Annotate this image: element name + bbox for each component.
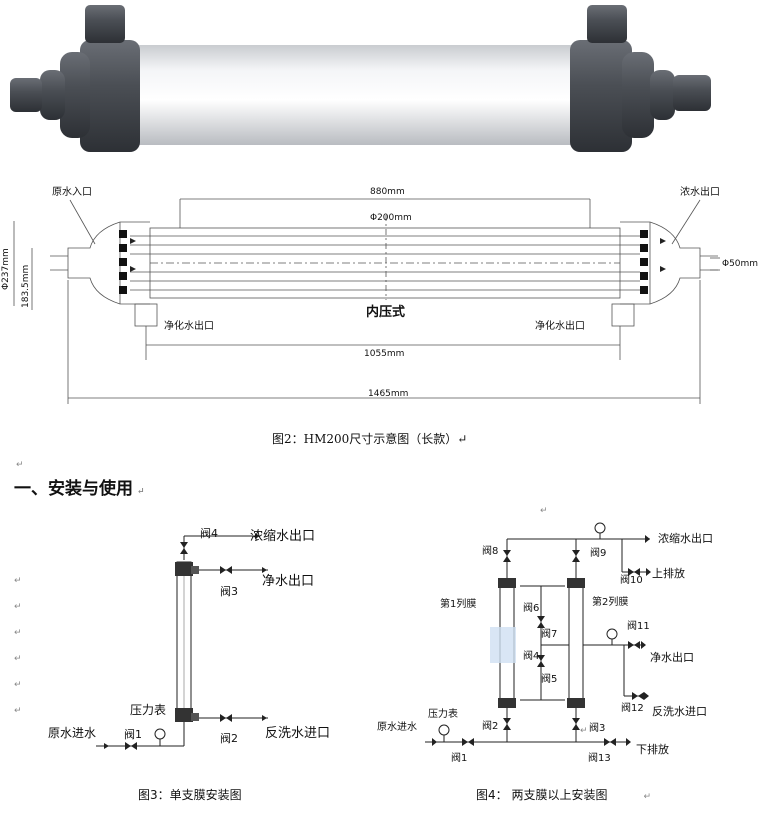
clean-water-outlet-left-label: 净化水出口 (164, 321, 214, 332)
valve-2-label: 阀2 (220, 732, 238, 745)
diameter-200-label: Φ200mm (370, 213, 412, 223)
valve-6-label: 阀6 (523, 603, 540, 614)
paragraph-mark: ↵ (580, 726, 588, 736)
membrane-2-label: 第2列膜 (592, 597, 629, 608)
paragraph-mark: ↵ (16, 460, 24, 470)
paragraph-mark: ↵ (14, 576, 22, 586)
lower-drain-label: 下排放 (636, 743, 669, 756)
paragraph-mark: ↵ (14, 602, 22, 612)
raw-water-inlet-label: 原水进水 (377, 722, 417, 733)
concentrate-outlet-label: 浓缩水出口 (250, 529, 316, 544)
clean-water-outlet-label: 净水出口 (650, 651, 694, 664)
backwash-inlet-label: 反洗水进口 (265, 726, 331, 741)
valve-10-label: 阀10 (620, 575, 643, 586)
membrane-module-photo (10, 5, 711, 152)
valve-3-label: 阀3 (220, 585, 238, 598)
paragraph-mark: ↵ (14, 654, 22, 664)
figure-4-caption: 图4： 两支膜以上安装图 ↵ (476, 786, 651, 803)
valve-8-label: 阀8 (482, 546, 499, 557)
length-1465-label: 1465mm (368, 389, 409, 399)
valve-5-label: 阀5 (541, 674, 558, 685)
valve-7-label: 阀7 (541, 629, 558, 640)
concentrate-outlet-label: 浓缩水出口 (658, 532, 713, 545)
section-heading-text: 一、安装与使用 (14, 479, 133, 499)
paragraph-mark: ↵ (14, 706, 22, 716)
valve-1-label: 阀1 (451, 753, 468, 764)
length-880-label: 880mm (370, 187, 405, 197)
backwash-inlet-label: 反洗水进口 (652, 705, 707, 718)
valve-12-label: 阀12 (621, 703, 644, 714)
figure-2-caption: 图2：HM200尺寸示意图（长款）↵ (272, 432, 468, 446)
raw-water-inlet-label: 原水入口 (52, 187, 92, 198)
valve-13-label: 阀13 (588, 753, 611, 764)
paragraph-mark: ↵ (137, 487, 145, 497)
paragraph-mark: ↵ (540, 506, 548, 516)
valve-9-label: 阀9 (590, 548, 607, 559)
inner-pressure-label: 内压式 (366, 305, 406, 320)
valve-4-label: 阀4 (200, 527, 218, 540)
pressure-gauge-label: 压力表 (130, 703, 167, 717)
figure-4-caption-text: 图4： 两支膜以上安装图 (476, 788, 608, 802)
figure-3-caption: 图3：单支膜安装图 (138, 788, 242, 802)
paragraph-mark: ↵ (14, 628, 22, 638)
concentrate-outlet-label: 浓水出口 (680, 187, 720, 198)
valve-11-label: 阀11 (627, 621, 650, 632)
paragraph-mark: ↵ (643, 792, 651, 802)
clean-water-outlet-right-label: 净化水出口 (535, 321, 585, 332)
valve-3-label: 阀3 (589, 723, 606, 734)
raw-water-inlet-label: 原水进水 (48, 726, 97, 740)
diameter-50-label: Φ50mm (722, 259, 759, 269)
upper-drain-label: 上排放 (652, 567, 685, 580)
length-1055-label: 1055mm (364, 349, 405, 359)
clean-water-outlet-label: 净水出口 (262, 574, 315, 589)
section-heading: 一、安装与使用 ↵ (14, 474, 145, 499)
dimension-drawing (13, 198, 720, 404)
valve-1-label: 阀1 (124, 728, 142, 741)
membrane-1-label: 第1列膜 (440, 599, 477, 610)
paragraph-mark: ↵ (14, 680, 22, 690)
pressure-gauge-label: 压力表 (428, 709, 458, 720)
valve-4-label: 阀4 (523, 651, 540, 662)
valve-2-label: 阀2 (482, 721, 499, 732)
